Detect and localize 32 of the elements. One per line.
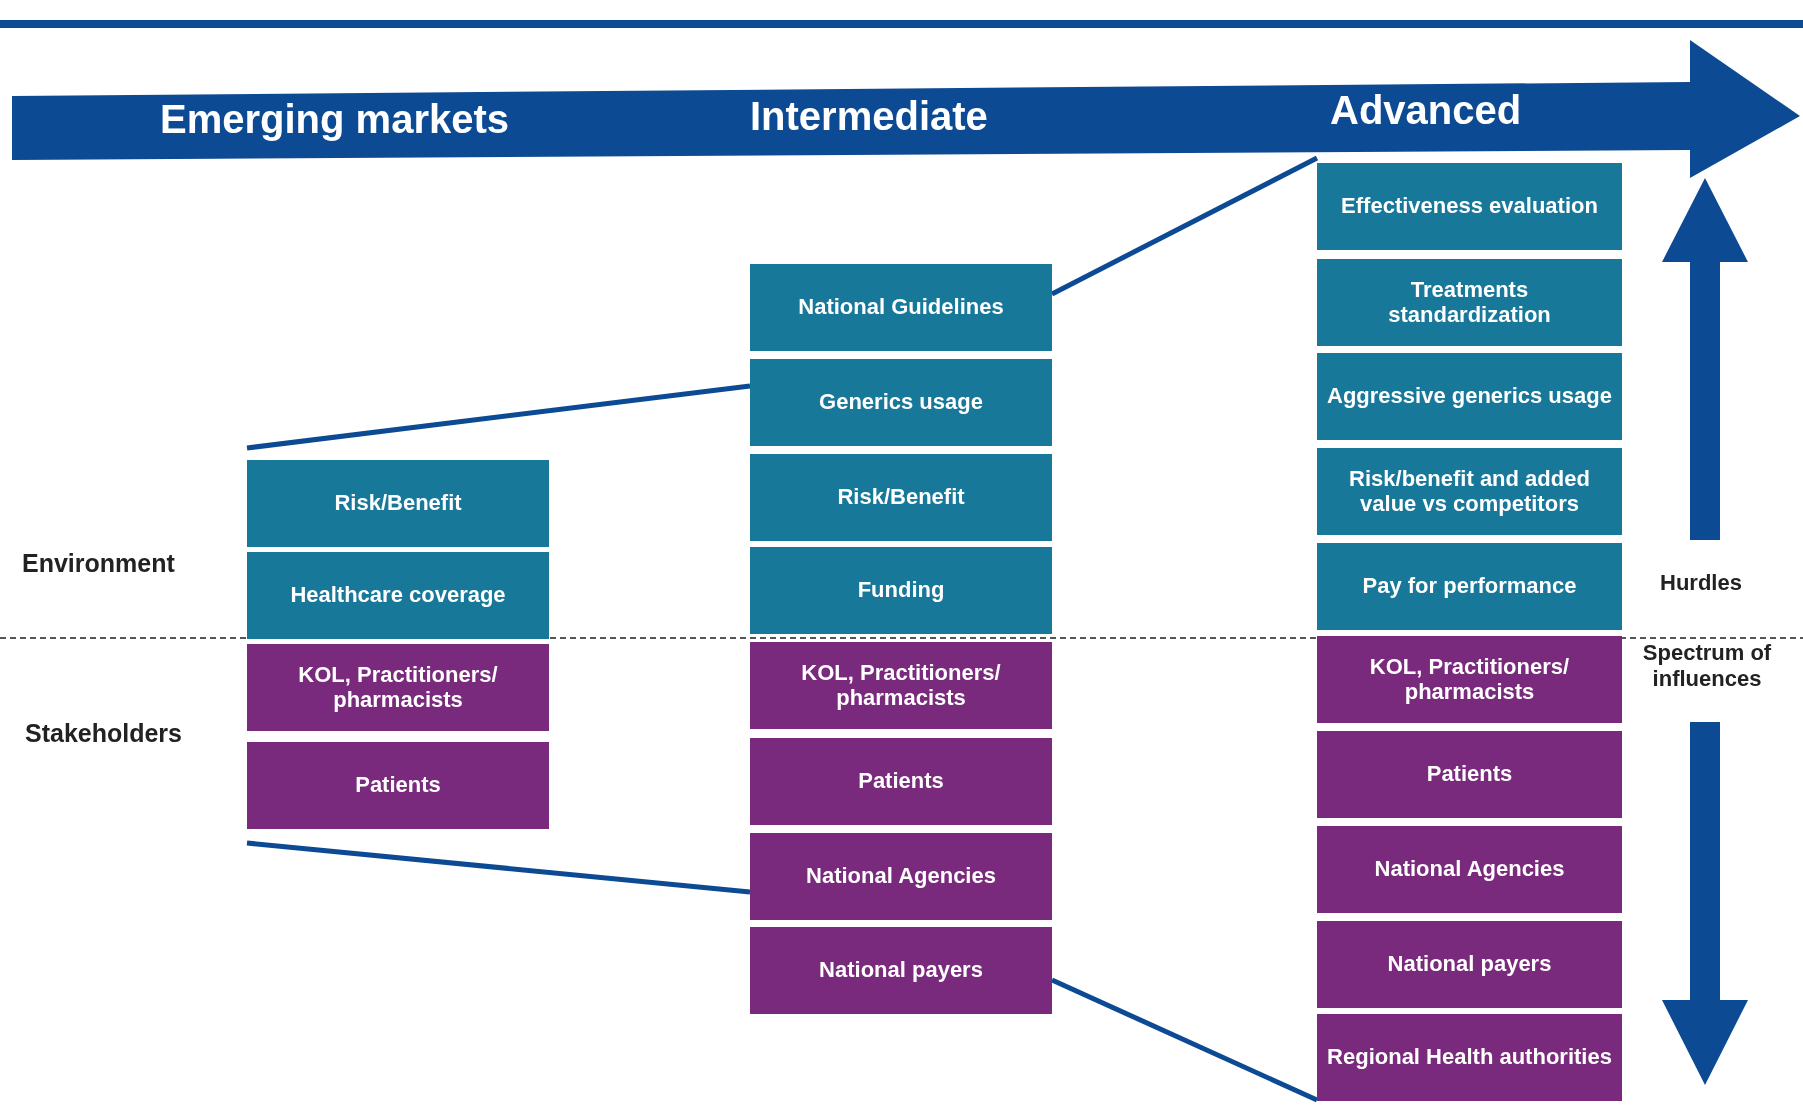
axis-label: Hurdles (1660, 570, 1742, 597)
funnel-line (246, 840, 751, 895)
environment-box: Funding (750, 547, 1052, 637)
environment-box: Aggressive generics usage (1317, 353, 1622, 443)
stakeholder-box: National payers (1317, 921, 1622, 1011)
environment-box: Generics usage (750, 359, 1052, 449)
stakeholder-box: National Agencies (750, 833, 1052, 923)
environment-box: Pay for performance (1317, 543, 1622, 633)
stage-label: Emerging markets (160, 96, 510, 143)
row-label: Environment (22, 548, 175, 578)
stakeholder-box: Patients (247, 742, 549, 832)
stakeholder-box: Patients (1317, 731, 1622, 821)
environment-box: National Guidelines (750, 264, 1052, 354)
funnel-line (1050, 977, 1319, 1103)
environment-box: Risk/benefit and added value vs competitors (1317, 448, 1622, 538)
stakeholder-box: KOL, Practitioners/ pharmacists (247, 644, 549, 734)
environment-box: Risk/Benefit (247, 460, 549, 550)
funnel-line (246, 383, 751, 451)
environment-box: Effectiveness evaluation (1317, 163, 1622, 253)
funnel-line (1050, 155, 1319, 297)
environment-box: Healthcare coverage (247, 552, 549, 642)
stakeholder-box: KOL, Practitioners/ pharmacists (750, 642, 1052, 732)
stage-label: Intermediate (750, 93, 988, 140)
stakeholder-box: KOL, Practitioners/ pharmacists (1317, 636, 1622, 726)
row-label: Stakeholders (25, 718, 182, 748)
environment-box: Treatments standardization (1317, 259, 1622, 349)
stakeholder-box: Patients (750, 738, 1052, 828)
stage-label: Advanced (1330, 87, 1522, 134)
stakeholder-box: National Agencies (1317, 826, 1622, 916)
stakeholder-box: National payers (750, 927, 1052, 1017)
stakeholder-box: Regional Health authorities (1317, 1014, 1622, 1104)
environment-box: Risk/Benefit (750, 454, 1052, 544)
